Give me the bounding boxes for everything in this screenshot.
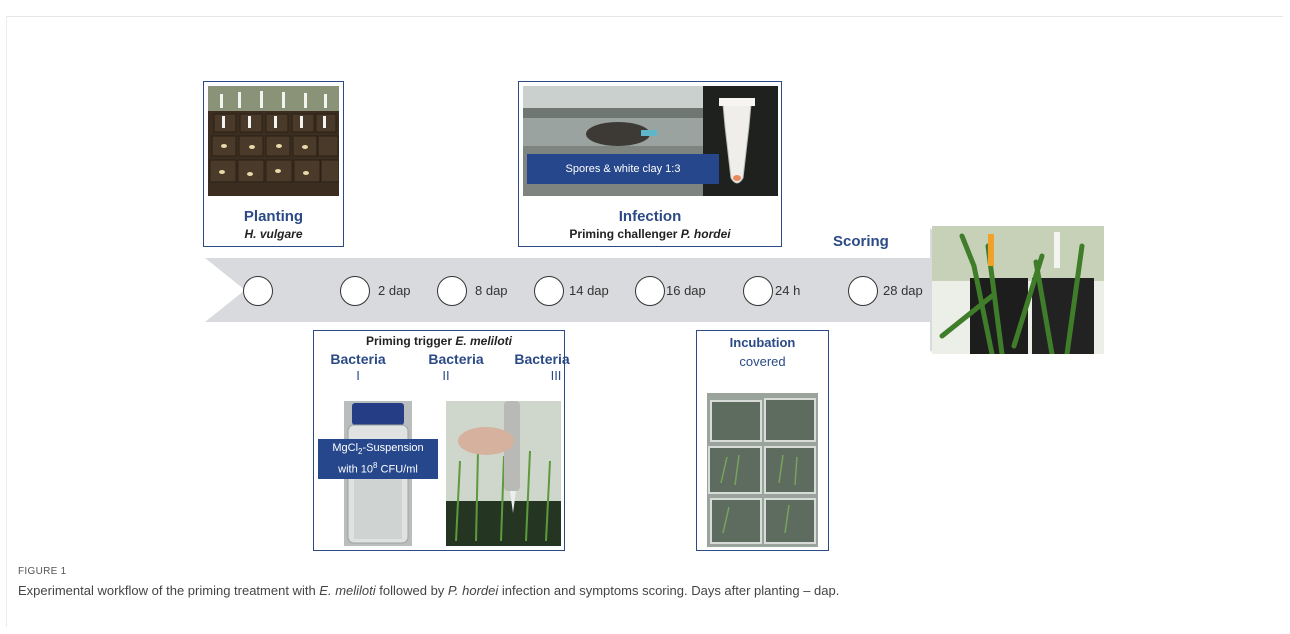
bacteria-3-name: Bacteria	[514, 351, 570, 367]
incubation-title: Incubation	[729, 335, 796, 350]
infection-box: Spores & white clay 1:3 Infection Primin…	[518, 81, 782, 247]
priming-banner-sup: 8	[373, 461, 378, 471]
timeline-label-3: 14 dap	[569, 283, 609, 298]
infection-title: Infection	[618, 208, 682, 225]
caption-part-2: followed by	[375, 583, 448, 598]
priming-title: Priming trigger E. meliloti	[314, 334, 564, 348]
incubation-sub: covered	[739, 354, 786, 369]
caption-text: Experimental workflow of the priming tre…	[18, 583, 839, 598]
caption-part-3: infection and symptoms scoring. Days aft…	[498, 583, 840, 598]
timeline-circle-5	[743, 276, 773, 306]
infection-subtitle: Priming challenger P. hordei	[519, 227, 781, 241]
priming-box: Priming trigger E. meliloti Bacteria I B…	[313, 330, 570, 551]
caption-species-1: E. meliloti	[319, 583, 376, 598]
incubation-box: Incubation covered	[696, 330, 829, 551]
timeline-circle-1	[340, 276, 370, 306]
timeline-circle-0	[243, 276, 273, 306]
infection-subtitle-prefix: Priming challenger	[569, 227, 681, 241]
figure-frame	[6, 16, 1283, 627]
bacteria-1-name: Bacteria	[330, 351, 386, 367]
timeline-label-1: 2 dap	[378, 283, 411, 298]
bacteria-2-name: Bacteria	[428, 351, 484, 367]
scoring-title: Scoring	[833, 233, 889, 250]
priming-banner: MgCl2-Suspension with 108 CFU/ml	[318, 439, 438, 479]
priming-banner-sub: 2	[358, 447, 363, 457]
bacteria-1-num: I	[356, 368, 360, 383]
caption-label: FIGURE 1	[18, 566, 67, 577]
planting-species: H. vulgare	[244, 227, 303, 241]
timeline-circle-6	[848, 276, 878, 306]
planting-photo	[208, 86, 339, 196]
timeline-label-5: 24 h	[775, 283, 801, 298]
priming-banner-with: with 10	[338, 463, 374, 476]
planting-title: Planting	[243, 208, 304, 225]
priming-title-prefix: Priming trigger	[365, 334, 456, 348]
priming-banner-cfu: CFU/ml	[377, 463, 418, 476]
scoring-photo	[932, 226, 1104, 354]
timeline-circle-2	[437, 276, 467, 306]
arrow-shape	[205, 228, 1000, 352]
caption-part-1: Experimental workflow of the priming tre…	[18, 583, 320, 598]
priming-banner-suspension: -Suspension	[362, 442, 424, 455]
timeline-circle-4	[635, 276, 665, 306]
bacteria-2-num: II	[442, 368, 450, 383]
timeline-label-6: 28 dap	[883, 283, 923, 298]
incubation-photo	[707, 393, 818, 547]
timeline-label-4: 16 dap	[666, 283, 706, 298]
planting-box: Planting H. vulgare	[203, 81, 344, 247]
infection-subtitle-species: P. hordei	[680, 227, 731, 241]
infection-banner: Spores & white clay 1:3	[527, 154, 719, 184]
caption-species-2: P. hordei	[447, 583, 499, 598]
priming-banner-mgcl: MgCl	[332, 442, 359, 455]
timeline-label-2: 8 dap	[475, 283, 508, 298]
priming-title-species: E. meliloti	[455, 334, 513, 348]
pipette-photo	[446, 401, 561, 546]
bacteria-3-num: III	[550, 368, 562, 383]
timeline-circle-3	[534, 276, 564, 306]
priming-banner-line1: MgCl2-Suspension	[332, 441, 423, 459]
priming-banner-line2: with 108 CFU/ml	[338, 459, 418, 477]
